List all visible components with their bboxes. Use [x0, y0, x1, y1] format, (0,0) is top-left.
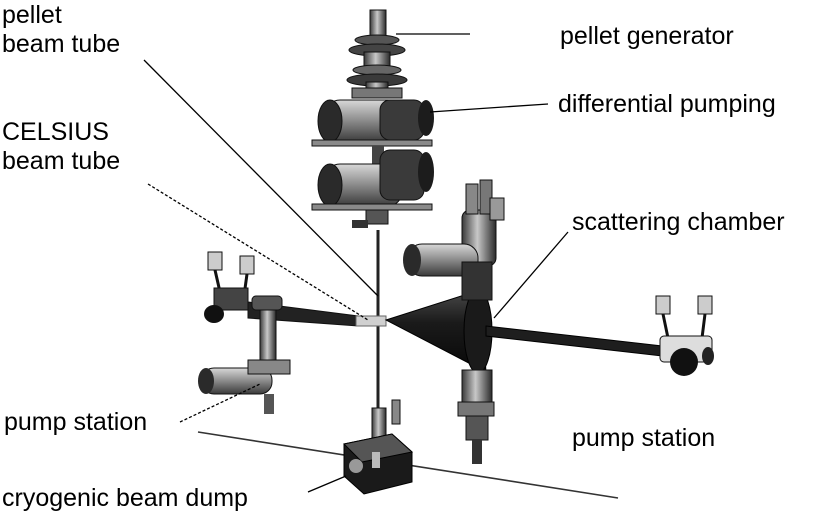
- label-pellet-beam-tube: pellet beam tube: [2, 1, 120, 59]
- label-pump-station-left: pump station: [4, 408, 148, 436]
- label-celsius-beam-tube: CELSIUS beam tube: [2, 118, 120, 176]
- label-pump-station-right: pump station: [572, 424, 716, 452]
- label-cryogenic-beam-dump: cryogenic beam dump: [2, 484, 248, 512]
- leader-cryogenic-beam-dump: [307, 475, 347, 493]
- pellet-generator: [346, 9, 408, 93]
- leader-scattering-chamber: [493, 231, 569, 319]
- label-celsius-beam-tube-line2: beam tube: [2, 147, 121, 175]
- left-pump-station: [198, 251, 291, 414]
- leader-lines: [143, 33, 569, 493]
- right-pump-station: [655, 295, 714, 376]
- label-pellet-generator: pellet generator: [560, 22, 734, 50]
- differential-pumping-upper: [311, 87, 434, 164]
- label-differential-pumping: differential pumping: [558, 90, 776, 118]
- label-pellet-beam-tube-line2: beam tube: [2, 30, 121, 58]
- leader-celsius-beam-tube: [147, 183, 369, 321]
- label-scattering-chamber: scattering chamber: [572, 208, 785, 236]
- scattering-chamber: [384, 179, 505, 464]
- differential-pumping-lower: [311, 149, 434, 228]
- leader-differential-pumping: [429, 103, 549, 113]
- cryogenic-beam-dump: [342, 399, 414, 495]
- label-pellet-beam-tube-line1: pellet: [2, 1, 62, 29]
- leader-pellet-beam-tube: [143, 59, 379, 297]
- right-beam-tube: [485, 325, 663, 357]
- label-celsius-beam-tube-line1: CELSIUS: [2, 118, 109, 146]
